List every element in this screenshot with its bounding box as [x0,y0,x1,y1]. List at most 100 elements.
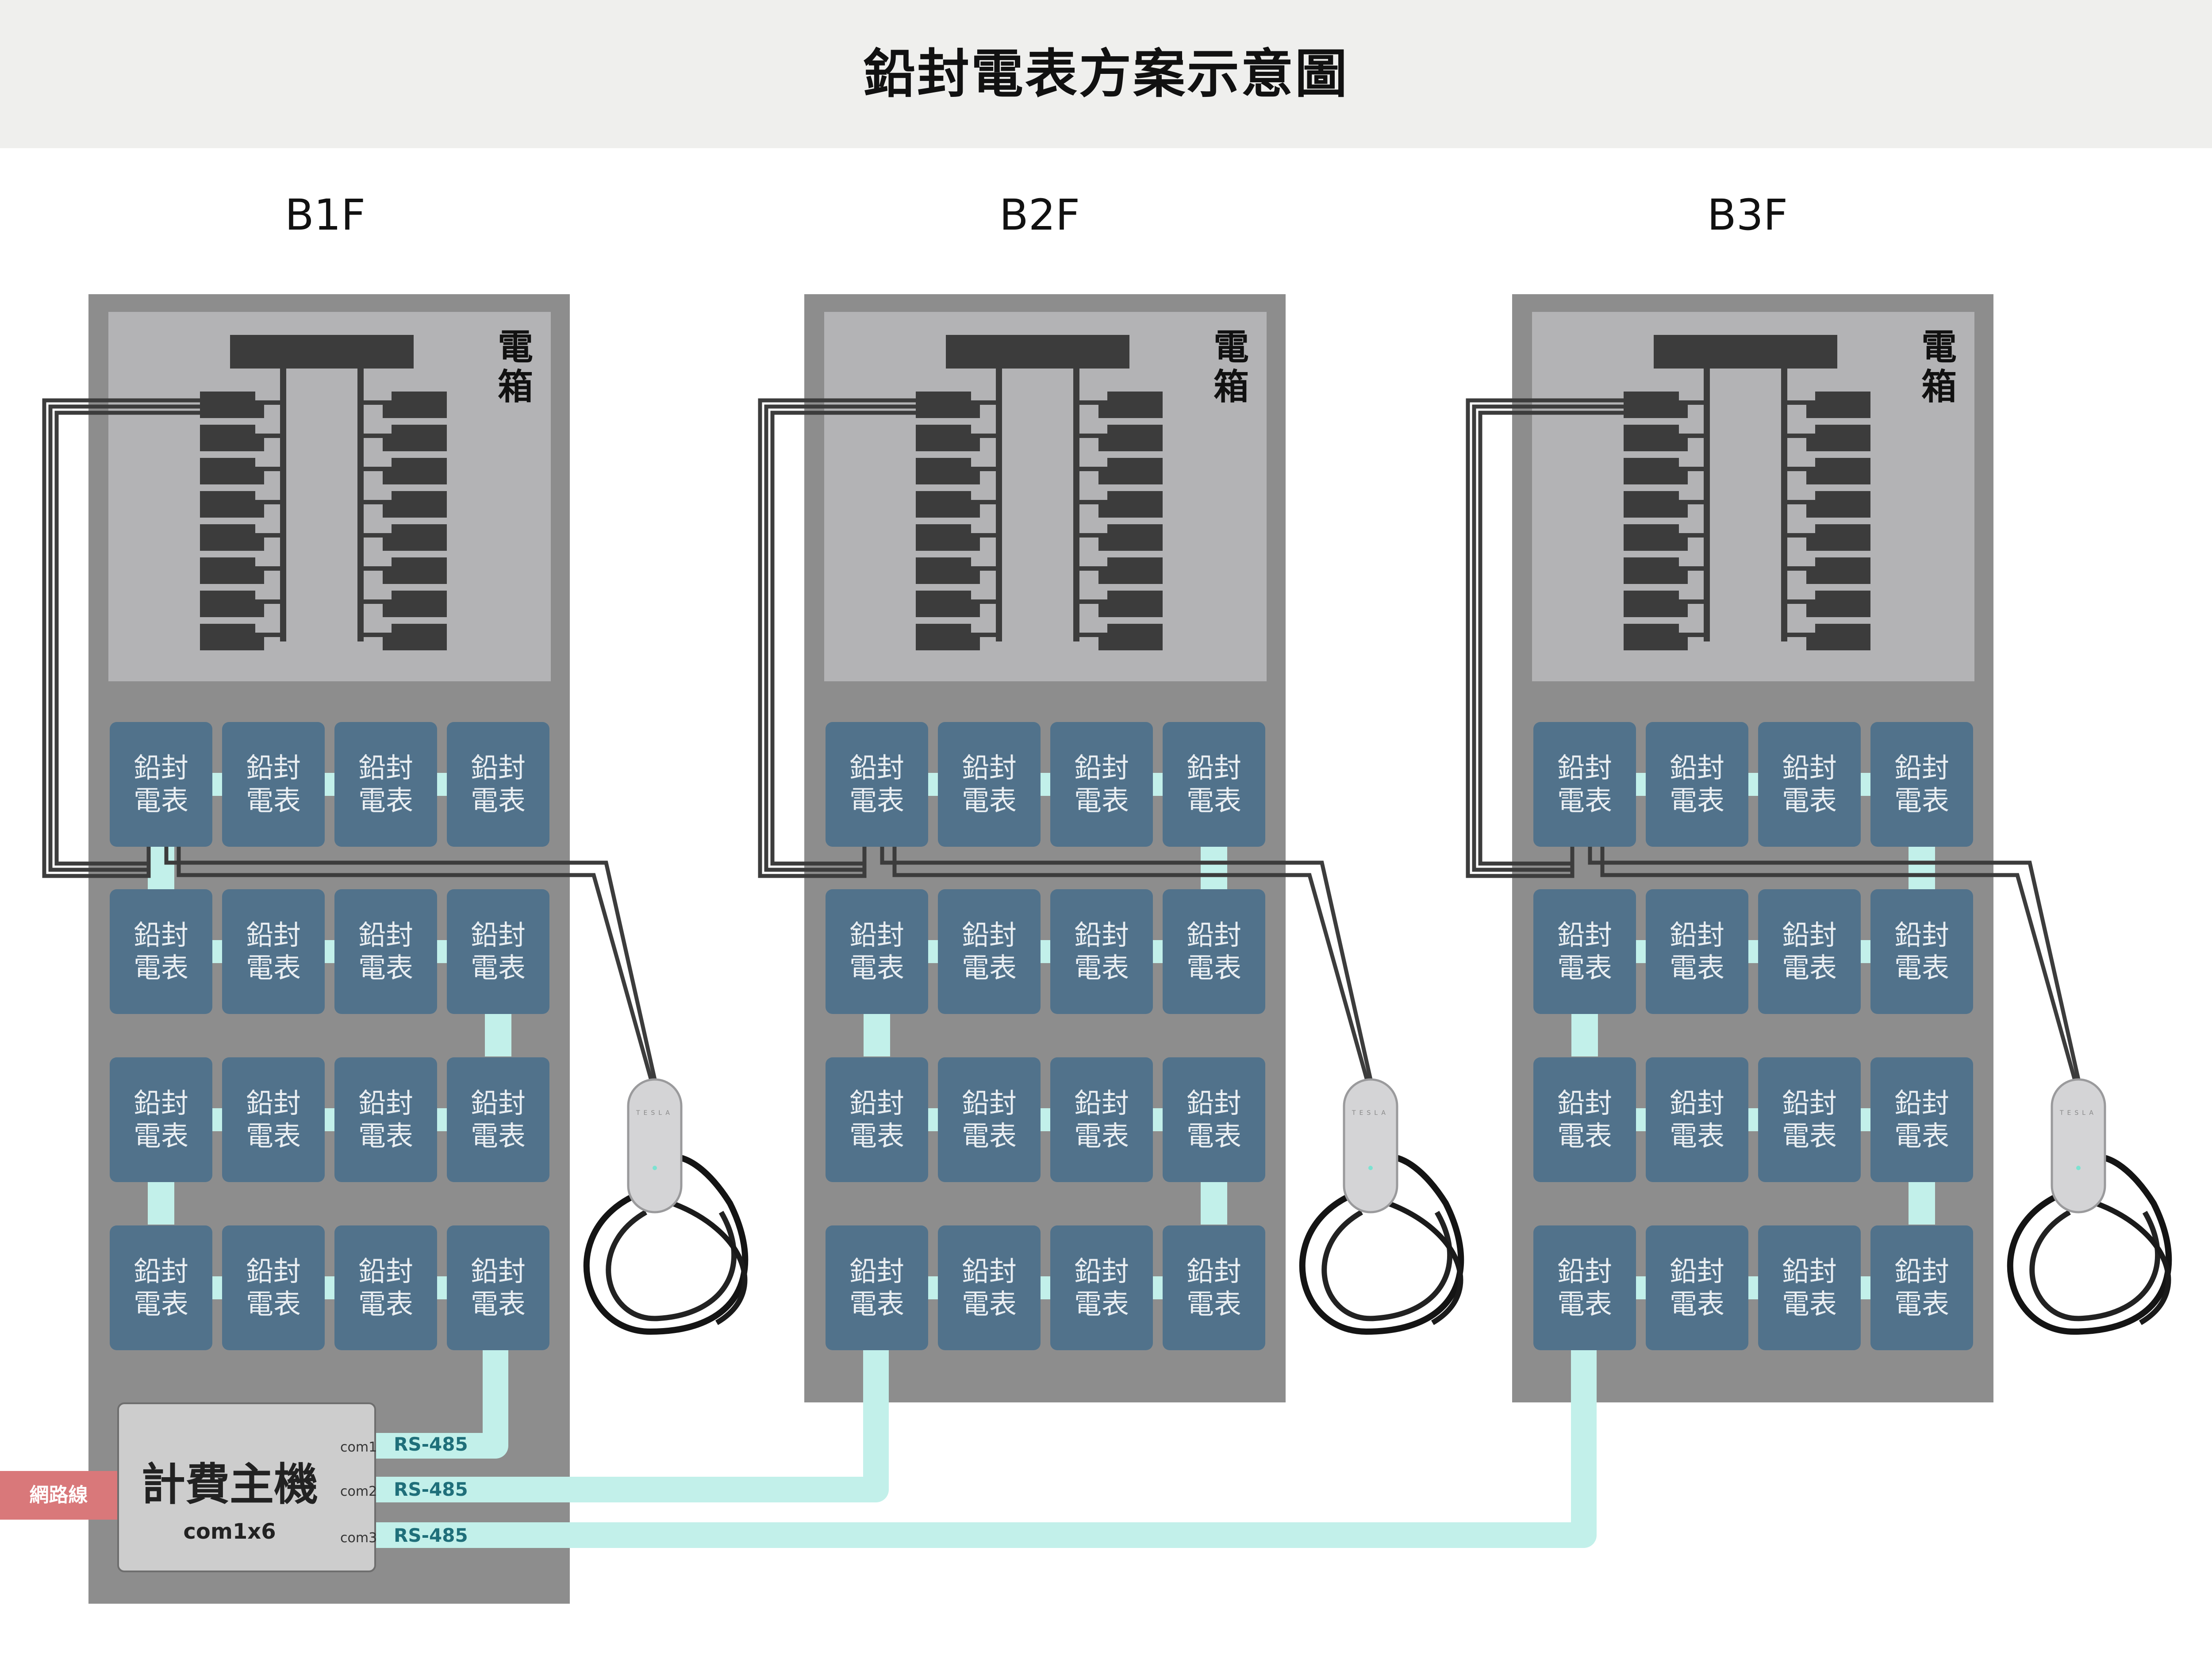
rs485-label-com2: RS-485 [394,1479,468,1500]
breaker [200,425,255,451]
breaker [200,524,255,551]
sealed-meter-label: 電表 [1074,952,1129,984]
breaker [916,491,971,518]
sealed-meter: 鉛封電表 [1533,889,1636,1014]
breaker [1107,591,1163,617]
sealed-meter-label: 鉛封 [1669,1087,1724,1119]
breaker-tap [364,599,392,604]
breaker-tap [1806,438,1815,451]
sealed-meter-label: 電表 [133,1288,188,1320]
breaker-tap [971,538,980,551]
sealed-meter-label: 電表 [1557,1288,1612,1320]
breaker-tap [1806,604,1815,617]
sealed-meter: 鉛封電表 [1646,1225,1748,1350]
breaker-tap [1679,500,1704,504]
sealed-meter-label: 鉛封 [849,1087,904,1119]
breaker-tap [255,405,264,418]
breaker-tap [1806,637,1815,650]
breaker [1107,524,1163,551]
rs485-link [1909,847,1935,889]
sealed-meter-label: 電表 [470,952,526,984]
sealed-meter-label: 鉛封 [133,1255,188,1287]
breaker [916,425,971,451]
sealed-meter: 鉛封電表 [447,1225,549,1350]
breaker [200,624,255,650]
rs485-link [928,940,938,963]
page-title: 鉛封電表方案示意圖 [863,43,1349,104]
sealed-meter-label: 鉛封 [1557,1255,1612,1287]
breaker-tap [364,500,392,504]
sealed-meter-label: 鉛封 [849,1255,904,1287]
breaker-tap [1787,566,1815,571]
sealed-meter-label: 鉛封 [1669,1255,1724,1287]
breaker [916,624,971,650]
breaker [1815,458,1870,484]
rs485-link [1636,773,1646,796]
rs485-link [928,1276,938,1299]
breaker-tap [383,538,392,551]
breaker [392,491,447,518]
sealed-meter-label: 鉛封 [1186,1255,1241,1287]
breaker-tap [1787,633,1815,637]
breaker-tap [1679,405,1688,418]
breaker-tap [1079,599,1107,604]
rs485-link [1041,1276,1050,1299]
breaker-tap [971,400,996,405]
sealed-meter: 鉛封電表 [826,889,928,1014]
sealed-meter: 鉛封電表 [334,1225,437,1350]
sealed-meter-label: 電表 [1782,784,1837,817]
sealed-meter-label: 電表 [1669,952,1724,984]
rs485-link [1201,1182,1227,1225]
rs485-link [1153,1276,1163,1299]
breaker [1815,392,1870,418]
sealed-meter-label: 鉛封 [1557,919,1612,951]
breaker [1624,425,1679,451]
sealed-meter-label: 鉛封 [1186,752,1241,784]
breaker-tap [364,566,392,571]
sealed-meter-label: 電表 [1894,1120,1949,1152]
tesla-wall-connector [1343,1078,1398,1214]
breaker [1624,491,1679,518]
sealed-meter-label: 鉛封 [133,752,188,784]
bus-vertical-left [996,369,1002,641]
sealed-meter-label: 鉛封 [1669,752,1724,784]
com1-label: com1 [340,1440,377,1455]
breaker [916,557,971,584]
sealed-meter-label: 電表 [1074,784,1129,817]
breaker-tap [255,500,280,504]
breaker-tap [383,471,392,484]
breaker-box-label-b2f: 電 箱 [1209,327,1253,407]
sealed-meter-label: 電表 [1557,784,1612,817]
sealed-meter-label: 鉛封 [470,919,526,951]
billing-host: 計費主機 com1x6 com1 com2 com3 [117,1402,377,1572]
breaker-tap [383,604,392,617]
sealed-meter-label: 電表 [1186,1120,1241,1152]
rs485-link [485,1014,511,1056]
sealed-meter-label: 電表 [1894,1288,1949,1320]
sealed-meter-label: 鉛封 [358,1087,413,1119]
breaker-tap [971,434,996,438]
breaker-tap [1787,400,1815,405]
sealed-meter-label: 電表 [1186,952,1241,984]
breaker-tap [971,604,980,617]
breaker-box-label-b1f: 電 箱 [493,327,538,407]
sealed-meter-label: 電表 [358,952,413,984]
sealed-meter-label: 電表 [1894,784,1949,817]
sealed-meter-label: 鉛封 [246,919,301,951]
box-label-char-2: 箱 [1214,366,1249,407]
breaker-tap [971,500,996,504]
sealed-meter: 鉛封電表 [110,722,212,847]
rs485-link [148,847,174,889]
sealed-meter-label: 電表 [133,952,188,984]
breaker-tap [1098,604,1107,617]
breaker-tap [1787,599,1815,604]
sealed-meter-label: 電表 [1669,1120,1724,1152]
sealed-meter-label: 鉛封 [1074,919,1129,951]
breaker [1624,591,1679,617]
breaker-tap [1679,637,1688,650]
breaker-tap [383,571,392,584]
rs485-link [1153,1108,1163,1131]
breaker-tap [255,566,280,571]
sealed-meter: 鉛封電表 [1758,722,1861,847]
breaker-tap [1098,538,1107,551]
